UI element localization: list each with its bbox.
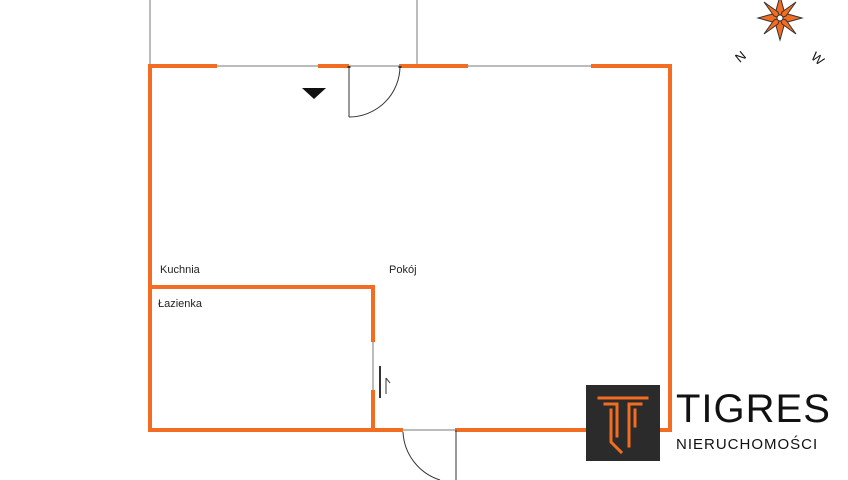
walls: [148, 64, 672, 432]
logo-subtitle: NIERUCHOMOŚCI: [676, 436, 819, 453]
bottom-door: [402, 430, 457, 480]
compass-letter-n: N: [732, 48, 749, 66]
compass-rose-icon: N W: [732, 0, 828, 69]
room-label-bathroom: Łazienka: [158, 298, 203, 310]
bathroom-sliding-door: [379, 366, 391, 398]
company-logo: TIGRES NIERUCHOMOŚCI: [586, 385, 848, 461]
logo-name: TIGRES: [676, 387, 831, 431]
entrance-arrow: [302, 88, 326, 99]
logo-mark-shape: [586, 385, 660, 461]
entrance-door: [347, 65, 402, 118]
room-label-living-room: Pokój: [389, 264, 417, 276]
room-label-kitchen: Kuchnia: [160, 264, 200, 276]
compass-letter-w: W: [808, 49, 828, 69]
